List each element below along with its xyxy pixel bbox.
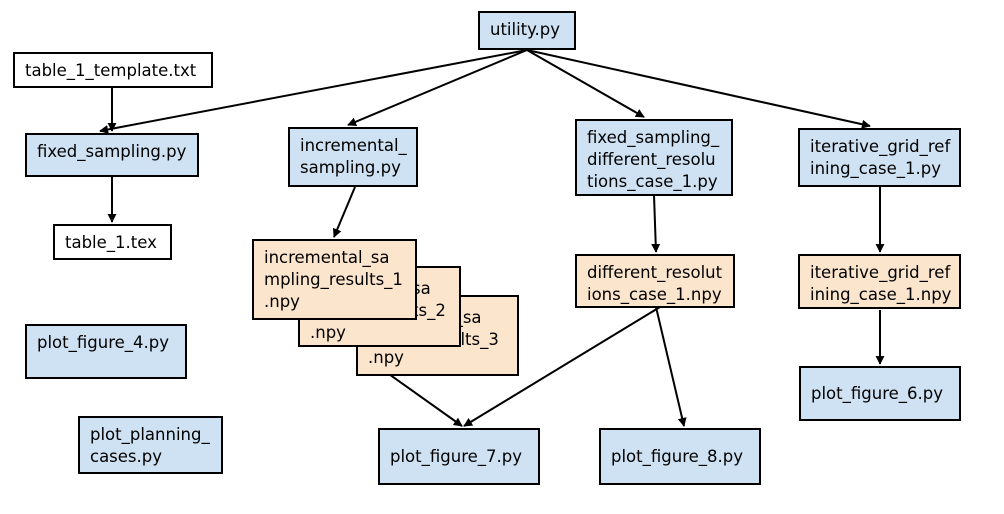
node-iter-npy[interactable]: iterative_grid_ref ining_case_1.npy <box>798 254 961 309</box>
node-fixed-diff-res[interactable]: fixed_sampling_ different_resolu tions_c… <box>575 119 733 196</box>
node-plot4[interactable]: plot_figure_4.py <box>25 324 187 379</box>
edge-utility-incremental-sampling <box>347 49 528 127</box>
node-fixed-sampling[interactable]: fixed_sampling.py <box>25 133 199 177</box>
node-plot-planning[interactable]: plot_planning_ cases.py <box>78 416 223 474</box>
node-incremental-sampling[interactable]: incremental_ sampling.py <box>288 127 418 187</box>
node-table-tex[interactable]: table_1.tex <box>53 224 172 260</box>
node-incremental-results-2-ext: .npy <box>310 323 346 342</box>
node-incremental-results-1[interactable]: incremental_sa mpling_results_1 .npy <box>252 239 417 320</box>
edge-incremental-sampling-results <box>332 186 356 238</box>
edge-fixed-diff-res-npy <box>651 194 661 253</box>
node-table-template[interactable]: table_1_template.txt <box>13 52 213 88</box>
node-utility[interactable]: utility.py <box>478 11 576 50</box>
node-incremental-results-3-ext: .npy <box>368 348 404 367</box>
node-plot6[interactable]: plot_figure_6.py <box>799 366 961 421</box>
edge-utility-fixed-sampling <box>99 49 528 134</box>
node-plot8[interactable]: plot_figure_8.py <box>599 428 761 485</box>
node-plot7[interactable]: plot_figure_7.py <box>378 428 540 485</box>
edge-utility-fixed-diff-res <box>526 49 645 118</box>
edge-utility-iterative-grid <box>526 49 871 129</box>
edge-diff-res-plot8 <box>655 306 687 427</box>
node-incremental-results-2-name: sa ts_2 <box>412 279 446 320</box>
node-iterative-grid[interactable]: iterative_grid_ref ining_case_1.py <box>798 128 961 187</box>
node-diff-res-npy[interactable]: different_resolut ions_case_1.npy <box>575 254 735 308</box>
edge-diff-res-plot7 <box>463 306 661 427</box>
